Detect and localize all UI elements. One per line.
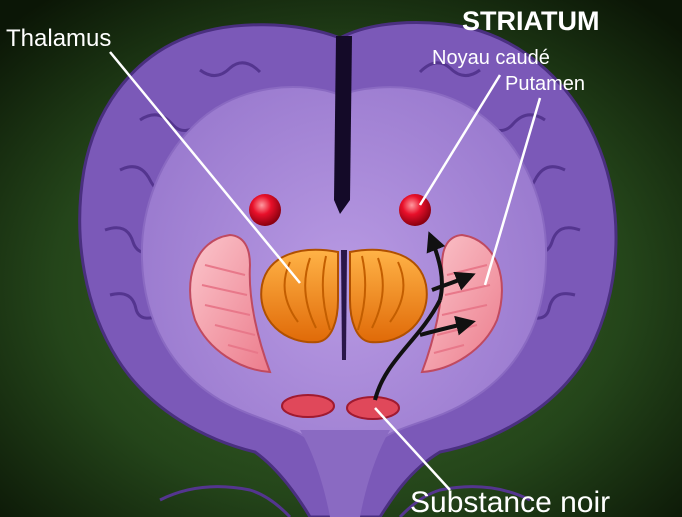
thalamus (260, 248, 428, 344)
brainstem (300, 430, 390, 517)
label-substance-noir: Substance noir (410, 486, 610, 517)
diagram-title: STRIATUM (462, 6, 599, 36)
substantia-nigra-right (346, 396, 400, 420)
caudate-left (249, 194, 281, 226)
longitudinal-fissure (334, 36, 352, 214)
third-ventricle (341, 250, 347, 360)
label-thalamus: Thalamus (6, 25, 111, 52)
nigrostriatal-arrows (373, 231, 476, 401)
cerebellum-folds (159, 485, 531, 517)
caudate-right (399, 194, 431, 226)
substantia-nigra-left (281, 394, 335, 418)
putamen-left (189, 233, 272, 374)
leader-lines (109, 51, 542, 491)
label-putamen: Putamen (505, 73, 585, 95)
label-noyau-caude: Noyau caudé (432, 47, 550, 69)
